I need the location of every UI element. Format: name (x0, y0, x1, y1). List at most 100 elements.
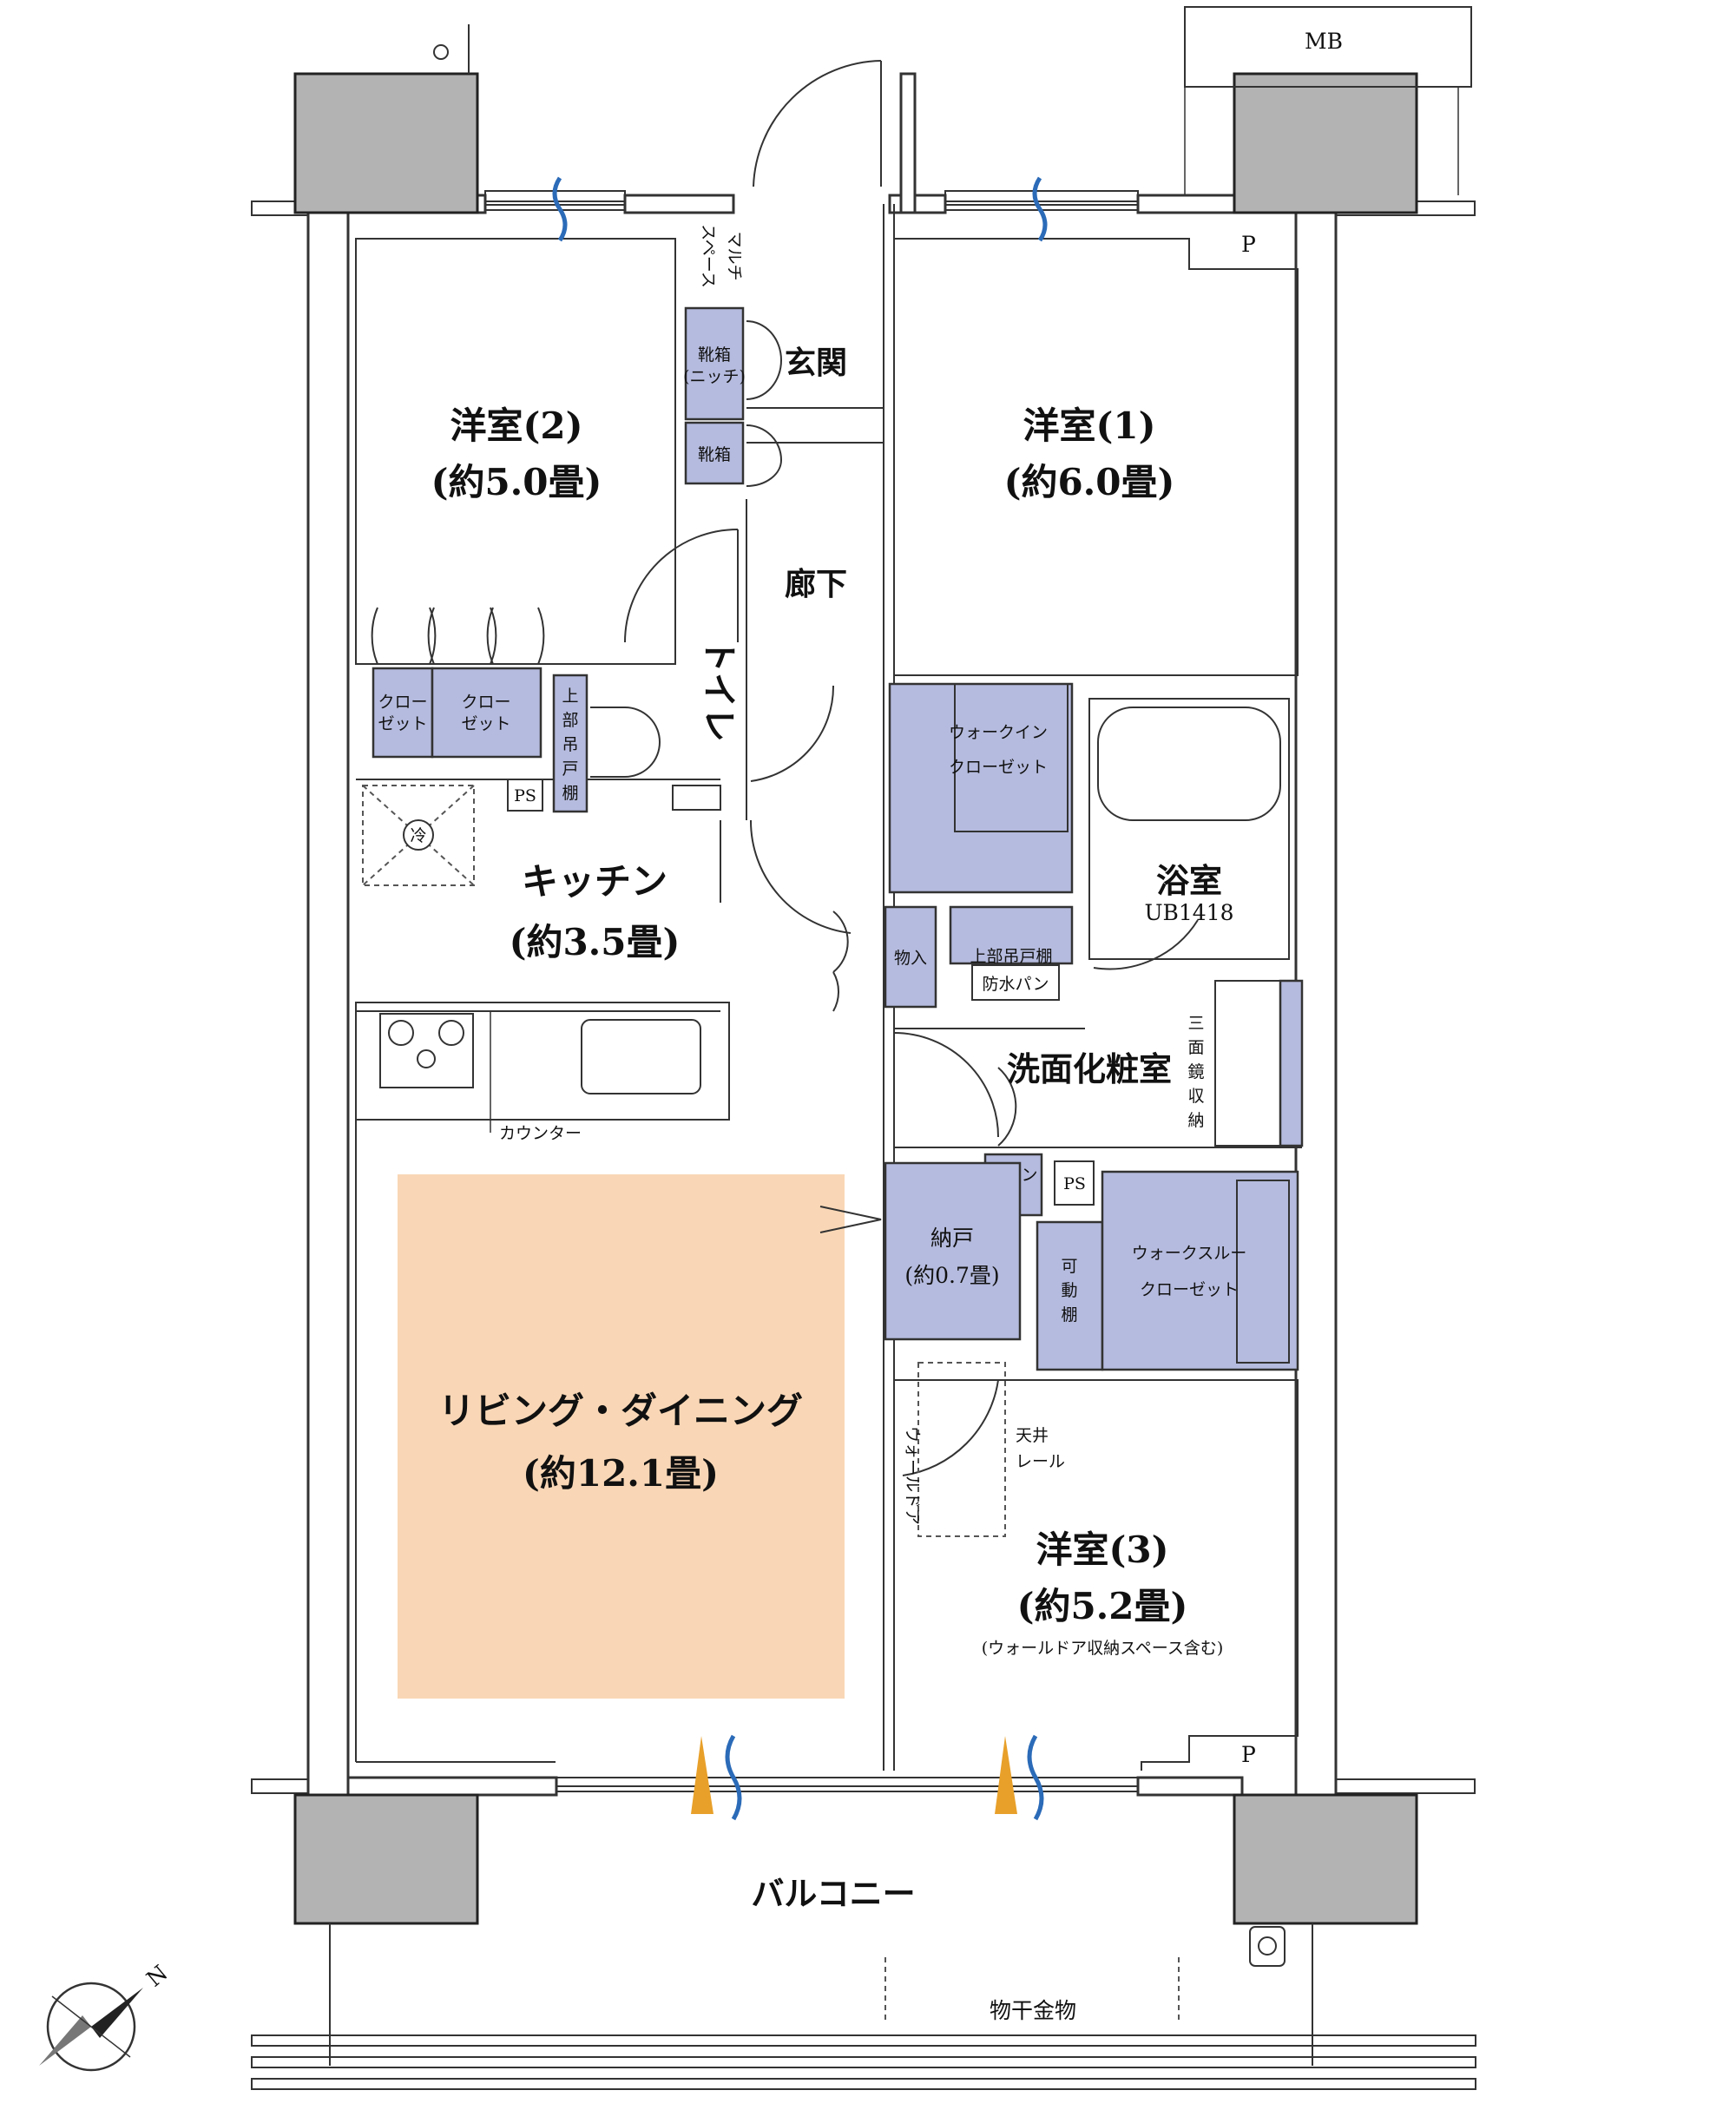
closet-b-line1: クロー (461, 693, 510, 712)
p-top-label: P (1241, 232, 1256, 257)
slab-bottom-left (251, 1778, 309, 1794)
ceiling-rail-line1: 天井 (1016, 1426, 1049, 1445)
shoebox-niche-line1: 靴箱 (698, 345, 731, 365)
toilet-bowl-icon (590, 707, 661, 778)
vent-icon (725, 1734, 742, 1821)
room3-note: (ウォールドア収納スペース含む) (982, 1639, 1224, 1658)
ps-kitchen-label: PS (514, 786, 536, 805)
fridge-diag-1 (362, 785, 475, 886)
storeroom (884, 1161, 1022, 1341)
walkthrough-closet (1101, 1170, 1299, 1371)
living-alcove-mark (819, 1206, 882, 1233)
wall-door-label: ウォールドア (903, 1426, 922, 1525)
column-bottom-right (1233, 1793, 1418, 1925)
walkthrough-line1: ウォークスルー (1132, 1244, 1246, 1263)
compass-needle-south (39, 2015, 91, 2066)
drying-hardware-label: 物干金物 (990, 1998, 1076, 2023)
upper-shelf-label: 上部吊戸棚 (970, 947, 1052, 966)
vent-icon (552, 176, 568, 242)
closet-b-line2: ゼット (461, 714, 510, 733)
storeroom-size: (約0.7畳) (904, 1263, 999, 1288)
burner-icon (417, 1049, 436, 1068)
mirror-v-4: 収 (1187, 1087, 1204, 1106)
washroom-door-swing[interactable] (893, 1032, 999, 1138)
storage-label: 物入 (894, 949, 927, 968)
movable-v-3: 棚 (1061, 1305, 1077, 1325)
room2-outline (355, 238, 676, 665)
partitions (355, 204, 1302, 1771)
mb-box: MB (1184, 6, 1472, 195)
vent-icon (691, 1736, 713, 1814)
kitchen-sink (581, 1019, 701, 1094)
compass-ring (46, 1982, 136, 2072)
top-wall-mid (623, 194, 735, 214)
compass: N (39, 1960, 173, 2072)
bottom-wall-right (1136, 1776, 1244, 1797)
compass-needle-north (91, 1988, 143, 2038)
storage-door-swing[interactable] (832, 910, 849, 973)
bath-door-swing[interactable] (1093, 919, 1199, 970)
kitchen-door-swing[interactable] (749, 819, 852, 934)
walkthrough-line2: クローゼット (1140, 1280, 1239, 1299)
room3-door-swing[interactable] (902, 1379, 999, 1476)
washroom-name: 洗面化粧室 (1007, 1049, 1172, 1088)
ps-wash-label: PS (1063, 1174, 1086, 1193)
mirror-v-2: 面 (1187, 1038, 1204, 1057)
shelf-v-2: 部 (562, 711, 578, 730)
ps-kitchen-box (507, 779, 543, 812)
shoebox-niche-line2: (ニッチ) (683, 367, 746, 386)
storage-box (884, 905, 937, 1009)
balcony-sash (556, 1777, 1139, 1787)
balcony-label: バルコニー (751, 1874, 915, 1913)
living-name: リビング・ダイニング (438, 1390, 803, 1432)
room2-door-swing[interactable] (624, 529, 739, 643)
mirror-cabinet (1279, 979, 1304, 1147)
vent-icon (1032, 176, 1048, 242)
closet-a (372, 667, 434, 759)
toilet-door-swing[interactable] (750, 685, 835, 782)
fridge-diag-2 (362, 785, 475, 886)
shelf-v-4: 戸 (562, 759, 578, 779)
burner-icon (388, 1020, 414, 1046)
slab-bottom-right (1335, 1778, 1476, 1794)
kitchen-counter (355, 1002, 730, 1121)
walkthrough-rail (1236, 1180, 1290, 1364)
drain-icon-inner (1258, 1936, 1277, 1956)
vents (552, 176, 1048, 1821)
fridge-icon (403, 819, 434, 851)
drain-icon (1249, 1926, 1286, 1967)
closet-a-line2: ゼット (378, 714, 427, 733)
compass-cross (51, 1995, 131, 2058)
toilet-upper-shelf (552, 674, 589, 813)
windows (484, 190, 1139, 1792)
shoebox (684, 421, 745, 485)
linen-door-swing[interactable] (997, 1067, 1017, 1147)
closet-a-line1: クロー (378, 693, 427, 712)
bath-model: UB1418 (1144, 900, 1233, 925)
top-wall-right-a (888, 194, 947, 214)
window-room1 (944, 190, 1139, 202)
room2-size: (約5.0畳) (431, 461, 602, 503)
walkin-line2: クローゼット (949, 758, 1048, 777)
corridor-label: 廊下 (785, 566, 847, 602)
mirror-v-1: 三 (1187, 1014, 1204, 1033)
entrance-post (899, 72, 917, 214)
ceiling-rail-line2: レール (1016, 1452, 1065, 1471)
room1-size: (約6.0畳) (1004, 461, 1175, 503)
closet-doors[interactable] (371, 607, 545, 665)
toilet-sink-icon (672, 785, 721, 811)
ps-wash-box (1054, 1160, 1095, 1206)
shoebox-label: 靴箱 (698, 445, 731, 464)
storeroom-name: 納戸 (930, 1226, 974, 1251)
entrance-door-swing[interactable] (753, 60, 882, 187)
walkin-line1: ウォークイン (949, 723, 1048, 742)
mb-label: MB (1305, 29, 1343, 54)
storage-door-swing-2[interactable] (832, 971, 839, 1012)
balcony-sash-2 (556, 1785, 1139, 1792)
shoebox-doors[interactable] (746, 320, 782, 487)
living-size: (約12.1畳) (523, 1452, 719, 1495)
closet-b (431, 667, 542, 759)
room3-outline (894, 1379, 1299, 1771)
bathtub-icon (1097, 707, 1281, 821)
